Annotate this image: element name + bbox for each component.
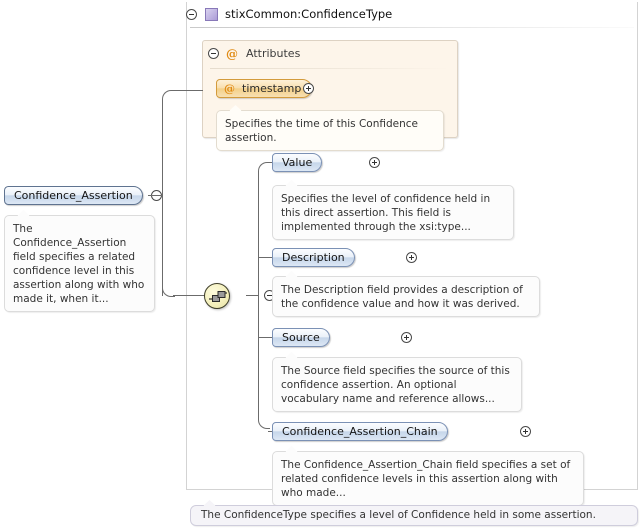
expand-value-icon[interactable] — [368, 157, 380, 168]
element-node-source[interactable]: Source — [272, 328, 330, 347]
element-node-description[interactable]: Description — [272, 248, 355, 267]
attributes-divider — [210, 68, 450, 69]
doc-text: The Confidence_Assertion_Chain field spe… — [281, 459, 571, 499]
doc-value: Specifies the level of confidence held i… — [272, 180, 514, 240]
sequence-icon — [209, 291, 227, 302]
doc-confidence-assertion-chain: The Confidence_Assertion_Chain field spe… — [272, 446, 584, 506]
sequence-compositor[interactable] — [204, 283, 230, 309]
element-name: Confidence_Assertion — [14, 189, 133, 202]
collapse-attributes-icon[interactable] — [208, 48, 219, 59]
attributes-group-header: @ Attributes — [208, 47, 300, 60]
connector-to-attributes — [173, 90, 203, 91]
type-title: stixCommon:ConfidenceType — [225, 7, 393, 21]
doc-confidence-assertion: The Confidence_Assertion field specifies… — [4, 210, 155, 312]
doc-tip — [203, 500, 216, 506]
connector-root-trunk — [162, 100, 163, 296]
doc-text: Specifies the level of confidence held i… — [281, 193, 491, 233]
expand-description-icon[interactable] — [406, 252, 417, 263]
doc-source: The Source field specifies the source of… — [272, 352, 522, 412]
connector-to-source — [258, 337, 275, 338]
header-divider — [190, 27, 634, 28]
doc-tip — [17, 210, 30, 216]
connector-to-description — [258, 257, 275, 258]
element-node-confidence-assertion-chain[interactable]: Confidence_Assertion_Chain — [272, 422, 448, 441]
attribute-node-timestamp[interactable]: @ timestamp — [216, 79, 313, 98]
connector-sequence-stub — [246, 295, 258, 296]
connector-elbow-chain — [258, 417, 270, 429]
doc-description: The Description field provides a descrip… — [272, 271, 540, 317]
caption-text: The ConfidenceType specifies a level of … — [201, 509, 596, 521]
element-name: Value — [282, 156, 313, 169]
doc-text: The Source field specifies the source of… — [281, 365, 510, 405]
expand-chain-icon[interactable] — [520, 426, 531, 437]
element-node-confidence-assertion[interactable]: Confidence_Assertion — [4, 186, 143, 205]
connector-root-stub — [148, 195, 162, 196]
at-sign-icon: @ — [226, 46, 238, 61]
attributes-group-label: Attributes — [246, 47, 301, 60]
doc-text: Specifies the time of this Confidence as… — [225, 118, 418, 144]
type-documentation-caption: The ConfidenceType specifies a level of … — [190, 500, 638, 526]
connector-to-chain — [268, 431, 275, 432]
connector-elbow-sequence — [162, 285, 175, 297]
element-name: Confidence_Assertion_Chain — [282, 425, 438, 438]
element-name: Description — [282, 251, 345, 264]
doc-text: The Description field provides a descrip… — [281, 284, 523, 310]
connector-to-sequence — [173, 295, 205, 296]
connector-elbow-value — [258, 162, 270, 174]
connector-children-trunk — [258, 172, 259, 418]
complex-type-icon — [205, 7, 218, 21]
connector-elbow-attributes — [162, 90, 175, 102]
element-name: Source — [282, 331, 320, 344]
at-sign-icon: @ — [224, 82, 235, 95]
connector-to-value — [268, 162, 275, 163]
collapse-type-icon[interactable] — [186, 8, 197, 20]
attribute-name: timestamp — [242, 82, 302, 95]
expand-source-icon[interactable] — [400, 332, 412, 343]
doc-timestamp: Specifies the time of this Confidence as… — [216, 105, 444, 151]
doc-text: The Confidence_Assertion field specifies… — [13, 223, 145, 305]
complex-type-header: stixCommon:ConfidenceType — [186, 2, 638, 26]
element-node-value[interactable]: Value — [272, 153, 323, 172]
expand-timestamp-icon[interactable] — [303, 83, 314, 94]
